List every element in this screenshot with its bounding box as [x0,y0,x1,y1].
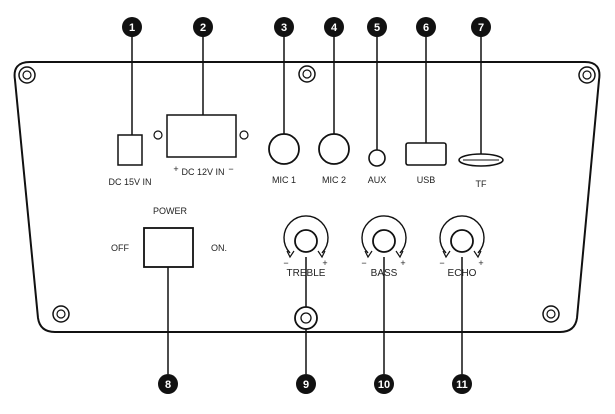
mic1-label: MIC 1 [272,175,296,185]
rotate-arrow-icon [439,215,485,254]
power-on-label: ON. [211,243,227,253]
rotate-arrow-icon [361,215,407,254]
callout-5: 5 [367,17,387,37]
treble-minus: − [283,258,288,268]
svg-text:7: 7 [478,22,484,34]
echo-knob [439,215,485,259]
callout-8: 8 [158,374,178,394]
screw-icon [578,66,596,84]
echo-label: ECHO [448,268,477,279]
dc12v-label: DC 12V IN [181,167,224,177]
callout-7: 7 [471,17,491,37]
callout-6: 6 [416,17,436,37]
svg-text:6: 6 [423,22,429,34]
echo-minus: − [439,258,444,268]
screw-icon [542,305,560,323]
callout-10: 10 [374,374,394,394]
svg-text:8: 8 [165,379,171,391]
usb-port [405,142,447,166]
treble-knob [283,215,329,259]
power-off-label: OFF [111,243,129,253]
callout-11: 11 [452,374,472,394]
svg-text:1: 1 [129,22,135,34]
mic2-jack [318,133,350,165]
dc12v-mount-hole-right [239,130,249,140]
echo-plus: + [478,258,483,268]
callout-2: 2 [193,17,213,37]
power-switch [143,227,194,268]
svg-text:3: 3 [281,22,287,34]
panel-outline [13,61,601,333]
dc15v-label: DC 15V IN [108,177,151,187]
usb-label: USB [417,175,436,185]
bass-minus: − [361,258,366,268]
rotate-arrow-icon [283,215,329,254]
callout-4: 4 [324,17,344,37]
power-label: POWER [153,206,188,216]
bass-label: BASS [371,268,398,279]
aux-label: AUX [368,175,387,185]
bass-knob [361,215,407,259]
dc12v-socket [166,114,237,158]
treble-plus: + [322,258,327,268]
svg-text:10: 10 [378,379,390,391]
screw-icon [52,305,70,323]
svg-text:4: 4 [331,22,338,34]
dc15v-jack [117,134,143,166]
treble-label: TREBLE [287,268,326,279]
mic1-jack [268,133,300,165]
callout-9: 9 [296,374,316,394]
svg-text:5: 5 [374,22,380,34]
svg-text:2: 2 [200,22,206,34]
dc12v-minus: − [228,164,233,174]
callout-1: 1 [122,17,142,37]
screw-icon [298,65,316,83]
aux-jack [368,149,386,167]
screw-icon [18,66,36,84]
dc12v-plus: + [173,164,178,174]
mic2-label: MIC 2 [322,175,346,185]
screw-icon [294,306,318,330]
bass-plus: + [400,258,405,268]
dc12v-mount-hole-left [153,130,163,140]
callout-3: 3 [274,17,294,37]
tf-label: TF [476,179,487,189]
svg-text:9: 9 [303,379,309,391]
svg-text:11: 11 [456,379,468,391]
